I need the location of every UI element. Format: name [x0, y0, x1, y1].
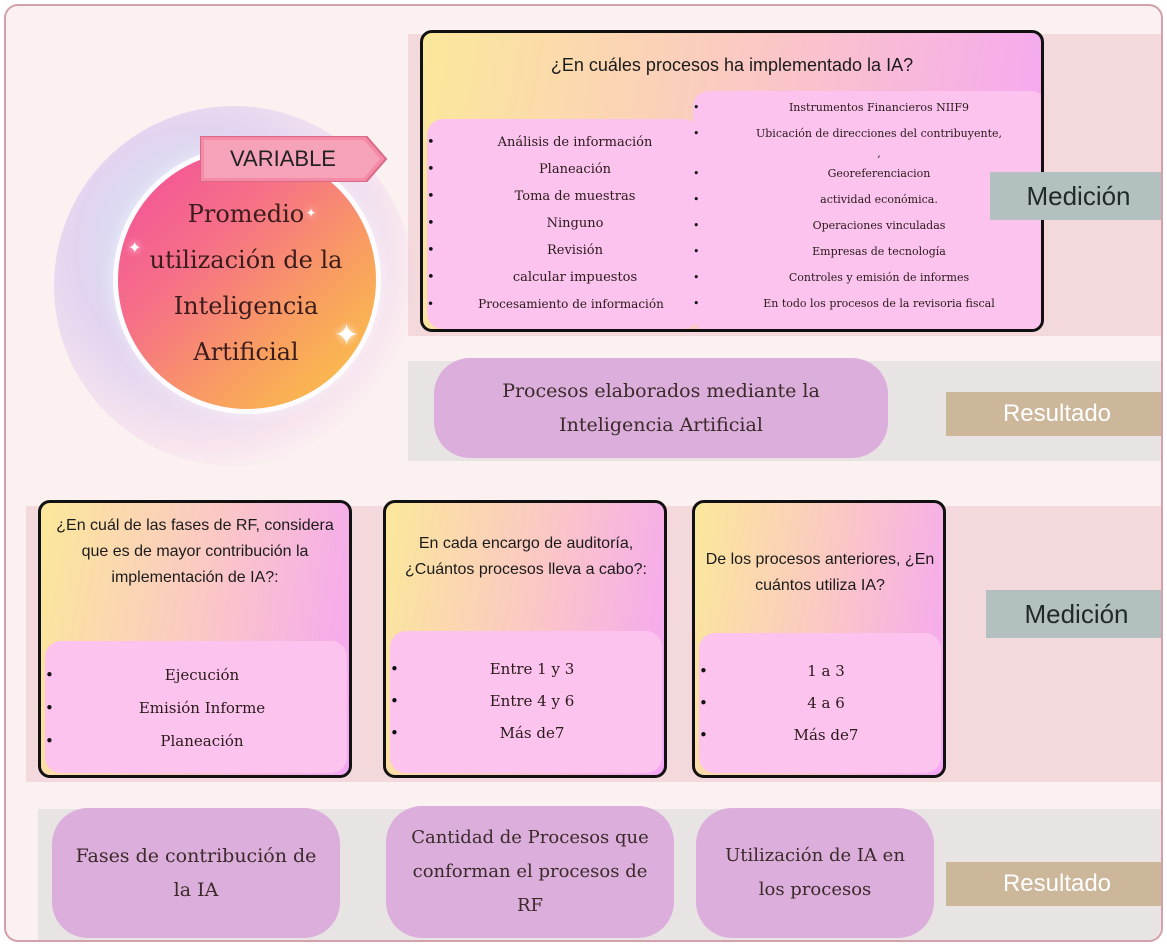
list-item: Ejecución [45, 659, 347, 692]
variable-name: Promedio utilización de la Inteligencia … [126, 191, 366, 375]
list-item: Entre 4 y 6 [390, 685, 662, 717]
list-item: Instrumentos Financieros NIIF9 [693, 95, 1041, 121]
list-item: Toma de muestras [427, 183, 699, 210]
sparkle-icon: ✦ [306, 206, 317, 220]
result-text: Fases de contribución de la IA [75, 845, 317, 901]
result-label: Resultado [946, 862, 1161, 906]
question-title: De los procesos anteriores, ¿En cuántos … [705, 551, 935, 594]
variable-name-line: utilización de la [149, 246, 343, 274]
answers-panel: Análisis de información Planeación Toma … [427, 119, 699, 329]
answers-panel: Instrumentos Financieros NIIF9 Ubicación… [693, 91, 1041, 329]
list-item: Operaciones vinculadas [693, 213, 1041, 239]
answer-list: Análisis de información Planeación Toma … [427, 119, 699, 318]
answer-list: Ejecución Emisión Informe Planeación [45, 641, 347, 758]
diagram-frame: ✦ ✦ ✦ Promedio utilización de la Intelig… [4, 4, 1163, 942]
question-title: ¿En cuáles procesos ha implementado la I… [550, 55, 914, 75]
measurement-label: Medición [986, 590, 1161, 638]
variable-circle [118, 151, 376, 409]
list-item: Empresas de tecnología [693, 239, 1041, 265]
list-item: Revisión [427, 237, 699, 264]
list-item: Ubicación de direcciones del contribuyen… [693, 121, 1041, 147]
list-item: Procesamiento de información [427, 291, 699, 318]
variable-name-line: Artificial [193, 338, 299, 366]
list-item: Planeación [427, 156, 699, 183]
list-item: Análisis de información [427, 129, 699, 156]
question-box-4: De los procesos anteriores, ¿En cuántos … [692, 500, 946, 778]
arrow-tag-icon [200, 136, 388, 182]
list-item: Planeación [45, 725, 347, 758]
answers-panel: Entre 1 y 3 Entre 4 y 6 Más de7 [390, 631, 662, 773]
answer-list: Entre 1 y 3 Entre 4 y 6 Más de7 [390, 631, 662, 749]
result-label: Resultado [946, 392, 1161, 436]
question-box-1: ¿En cuáles procesos ha implementado la I… [420, 30, 1044, 332]
result-text: Cantidad de Procesos que conforman el pr… [411, 827, 649, 916]
list-item: Controles y emisión de informes [693, 265, 1041, 291]
list-item: Entre 1 y 3 [390, 653, 662, 685]
result-text: Utilización de IA en los procesos [725, 845, 905, 900]
variable-name-line: Inteligencia [173, 292, 319, 320]
variable-label: VARIABLE [230, 146, 336, 171]
list-item: 1 a 3 [699, 655, 941, 687]
question-title: ¿En cuál de las fases de RF, considera q… [56, 517, 334, 586]
question-box-2: ¿En cuál de las fases de RF, considera q… [38, 500, 352, 778]
answer-list: 1 a 3 4 a 6 Más de7 [699, 633, 941, 751]
result-pill: Fases de contribución de la IA [52, 808, 340, 938]
list-item: Más de7 [699, 719, 941, 751]
answer-list: Instrumentos Financieros NIIF9 Ubicación… [693, 91, 1041, 317]
result-pill: Procesos elaborados mediante la Intelige… [434, 358, 888, 458]
result-text: Procesos elaborados mediante la Intelige… [502, 380, 820, 436]
variable-tag: VARIABLE [200, 136, 390, 182]
variable-name-line: Promedio [187, 200, 305, 228]
sparkle-icon: ✦ [128, 238, 142, 257]
list-item: , [877, 147, 881, 160]
result-pill: Utilización de IA en los procesos [696, 808, 934, 938]
list-item: calcular impuestos [427, 264, 699, 291]
list-item: 4 a 6 [699, 687, 941, 719]
list-item: Más de7 [390, 717, 662, 749]
list-item: actividad económica. [693, 187, 1041, 213]
answers-panel: 1 a 3 4 a 6 Más de7 [699, 633, 941, 773]
list-item: Georeferenciacion [693, 161, 1041, 187]
answers-panel: Ejecución Emisión Informe Planeación [45, 641, 347, 773]
result-pill: Cantidad de Procesos que conforman el pr… [386, 806, 674, 938]
sparkle-icon: ✦ [334, 318, 360, 353]
question-title: En cada encargo de auditoría, ¿Cuántos p… [405, 535, 647, 578]
question-box-3: En cada encargo de auditoría, ¿Cuántos p… [383, 500, 667, 778]
list-item: Ninguno [427, 210, 699, 237]
list-item: En todo los procesos de la revisoria fis… [693, 291, 1041, 317]
measurement-label: Medición [990, 172, 1161, 220]
list-item: Emisión Informe [45, 692, 347, 725]
